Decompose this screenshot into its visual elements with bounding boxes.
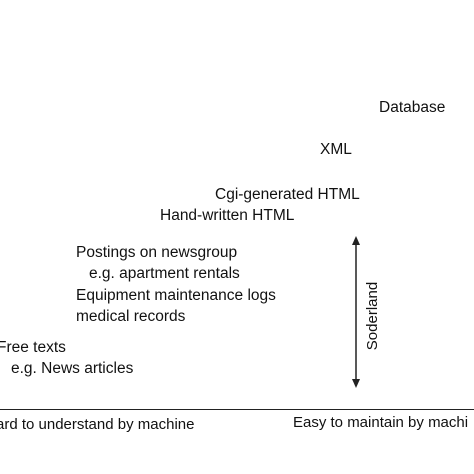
vertical-double-arrow: [352, 236, 360, 388]
left-axis-caption: ard to understand by machine: [0, 416, 195, 433]
medical-label: medical records: [76, 308, 186, 325]
maintenance-label: Equipment maintenance logs: [76, 287, 276, 304]
cgi-html-label: Cgi-generated HTML: [215, 186, 360, 203]
xml-label: XML: [320, 141, 352, 158]
horizontal-axis-line: [0, 409, 474, 410]
right-axis-caption: Easy to maintain by machi: [293, 414, 469, 431]
free-texts-label: Free texts: [0, 339, 66, 356]
arrow-head-down: [352, 379, 360, 388]
newsgroup-label: Postings on newsgroup: [76, 244, 238, 261]
database-label: Database: [379, 99, 446, 116]
arrow-head-up: [352, 236, 360, 245]
soderland-axis-label: Soderland: [364, 281, 381, 351]
handwritten-html-label: Hand-written HTML: [160, 207, 295, 224]
news-articles-label: e.g. News articles: [11, 360, 134, 377]
apartment-label: e.g. apartment rentals: [89, 265, 240, 282]
